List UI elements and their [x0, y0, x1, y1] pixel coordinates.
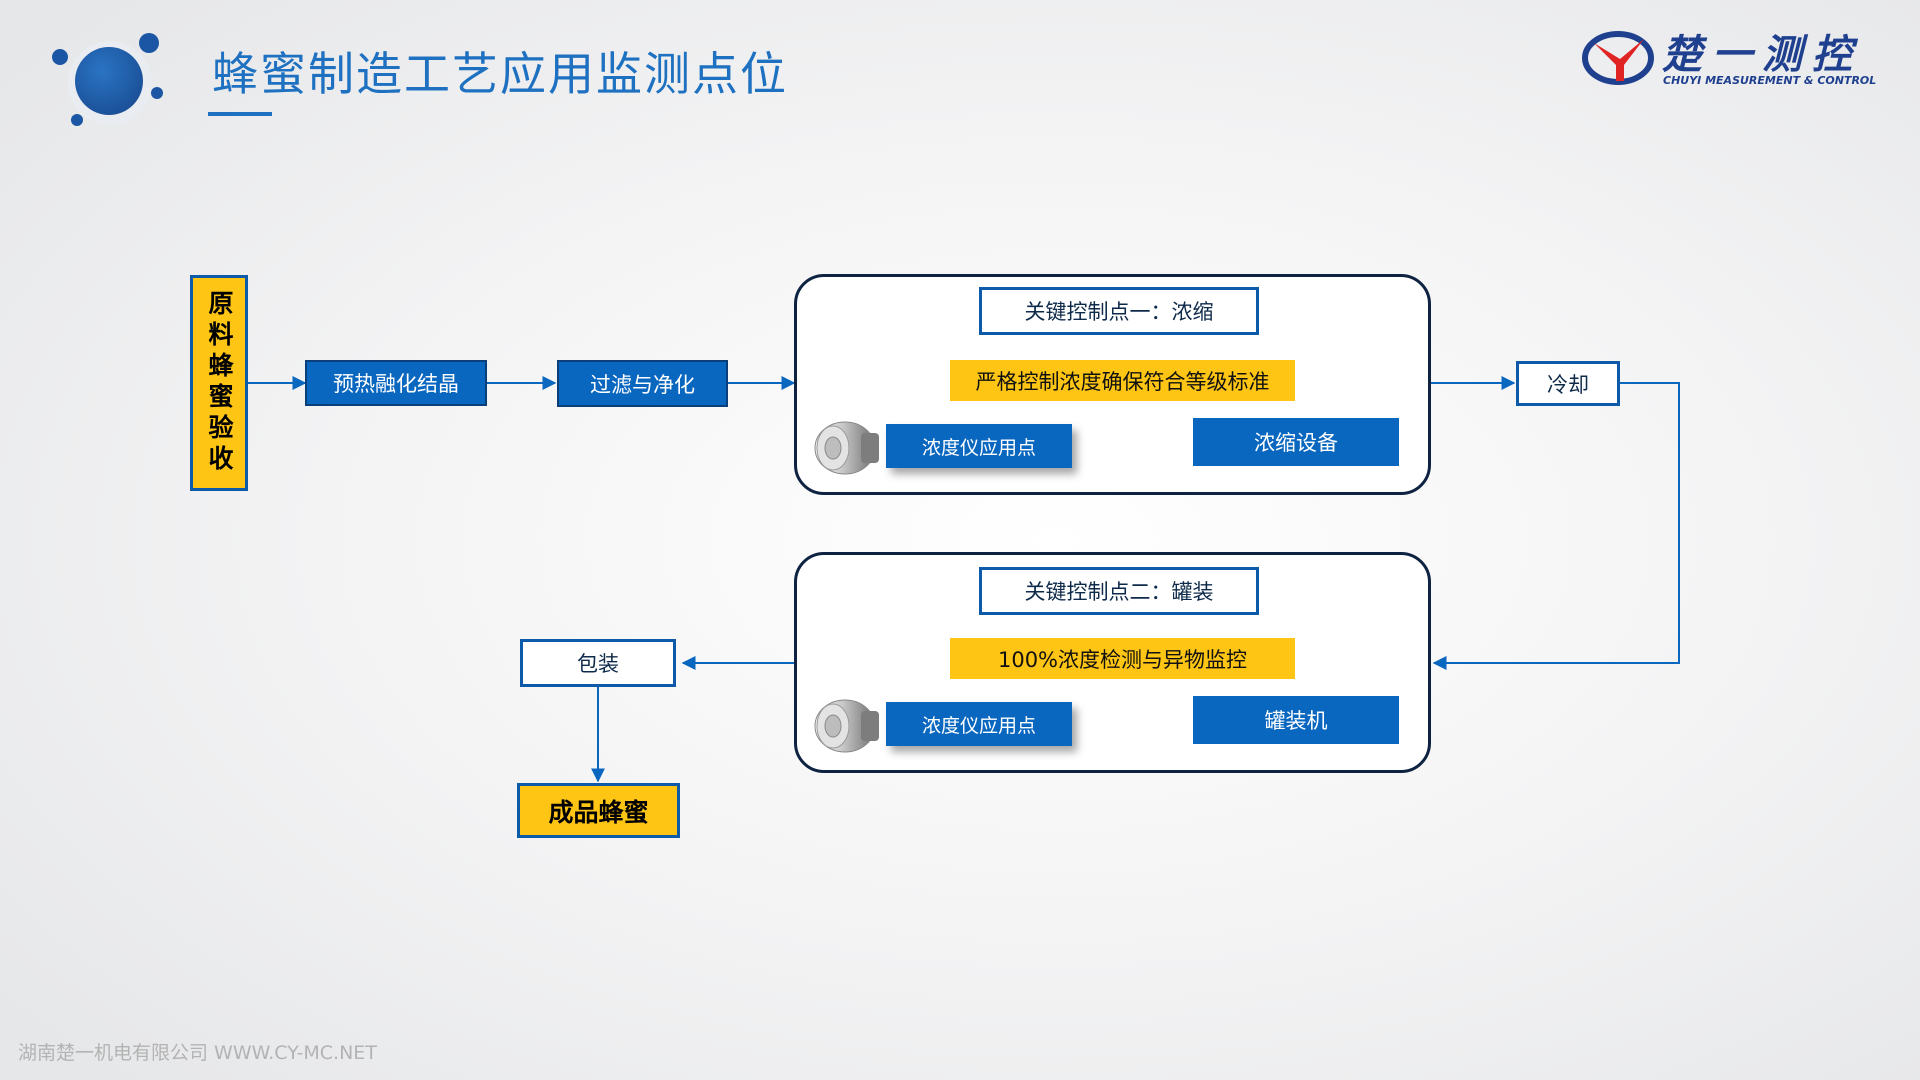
ccp2-densitometer-icon	[814, 699, 879, 753]
footer-company: 湖南楚一机电有限公司 WWW.CY-MC.NET	[18, 1042, 377, 1064]
arrow-cooling-to-ccp2	[1432, 382, 1680, 670]
finished-honey-node: 成品蜂蜜	[517, 783, 680, 838]
preheat-node: 预热融化结晶	[305, 360, 487, 406]
ccp1-title: 关键控制点一：浓缩	[979, 287, 1259, 335]
ccp2-equipment: 罐装机	[1193, 696, 1399, 744]
ccp1-equipment: 浓缩设备	[1193, 418, 1399, 466]
ccp1-requirement: 严格控制浓度确保符合等级标准	[950, 360, 1295, 401]
filter-node: 过滤与净化	[557, 360, 728, 407]
page-title: 蜂蜜制造工艺应用监测点位	[212, 47, 788, 101]
ccp2-title: 关键控制点二：罐装	[979, 567, 1259, 615]
chuyi-logo-icon	[1582, 31, 1654, 85]
decorative-circles-icon	[52, 33, 163, 126]
logo-text-cn: 楚一测控	[1662, 32, 1862, 78]
title-underline	[208, 112, 272, 116]
ccp2-sensor-point: 浓度仪应用点	[886, 702, 1072, 746]
ccp1-sensor-point: 浓度仪应用点	[886, 424, 1072, 468]
cooling-node: 冷却	[1516, 361, 1620, 406]
logo-text-en: CHUYI MEASUREMENT & CONTROL	[1663, 74, 1877, 87]
ccp1-densitometer-icon	[814, 421, 879, 475]
ccp2-requirement: 100%浓度检测与异物监控	[950, 638, 1295, 679]
raw-material-node: 原料蜂蜜验收	[190, 275, 248, 491]
packaging-node: 包装	[520, 639, 676, 687]
